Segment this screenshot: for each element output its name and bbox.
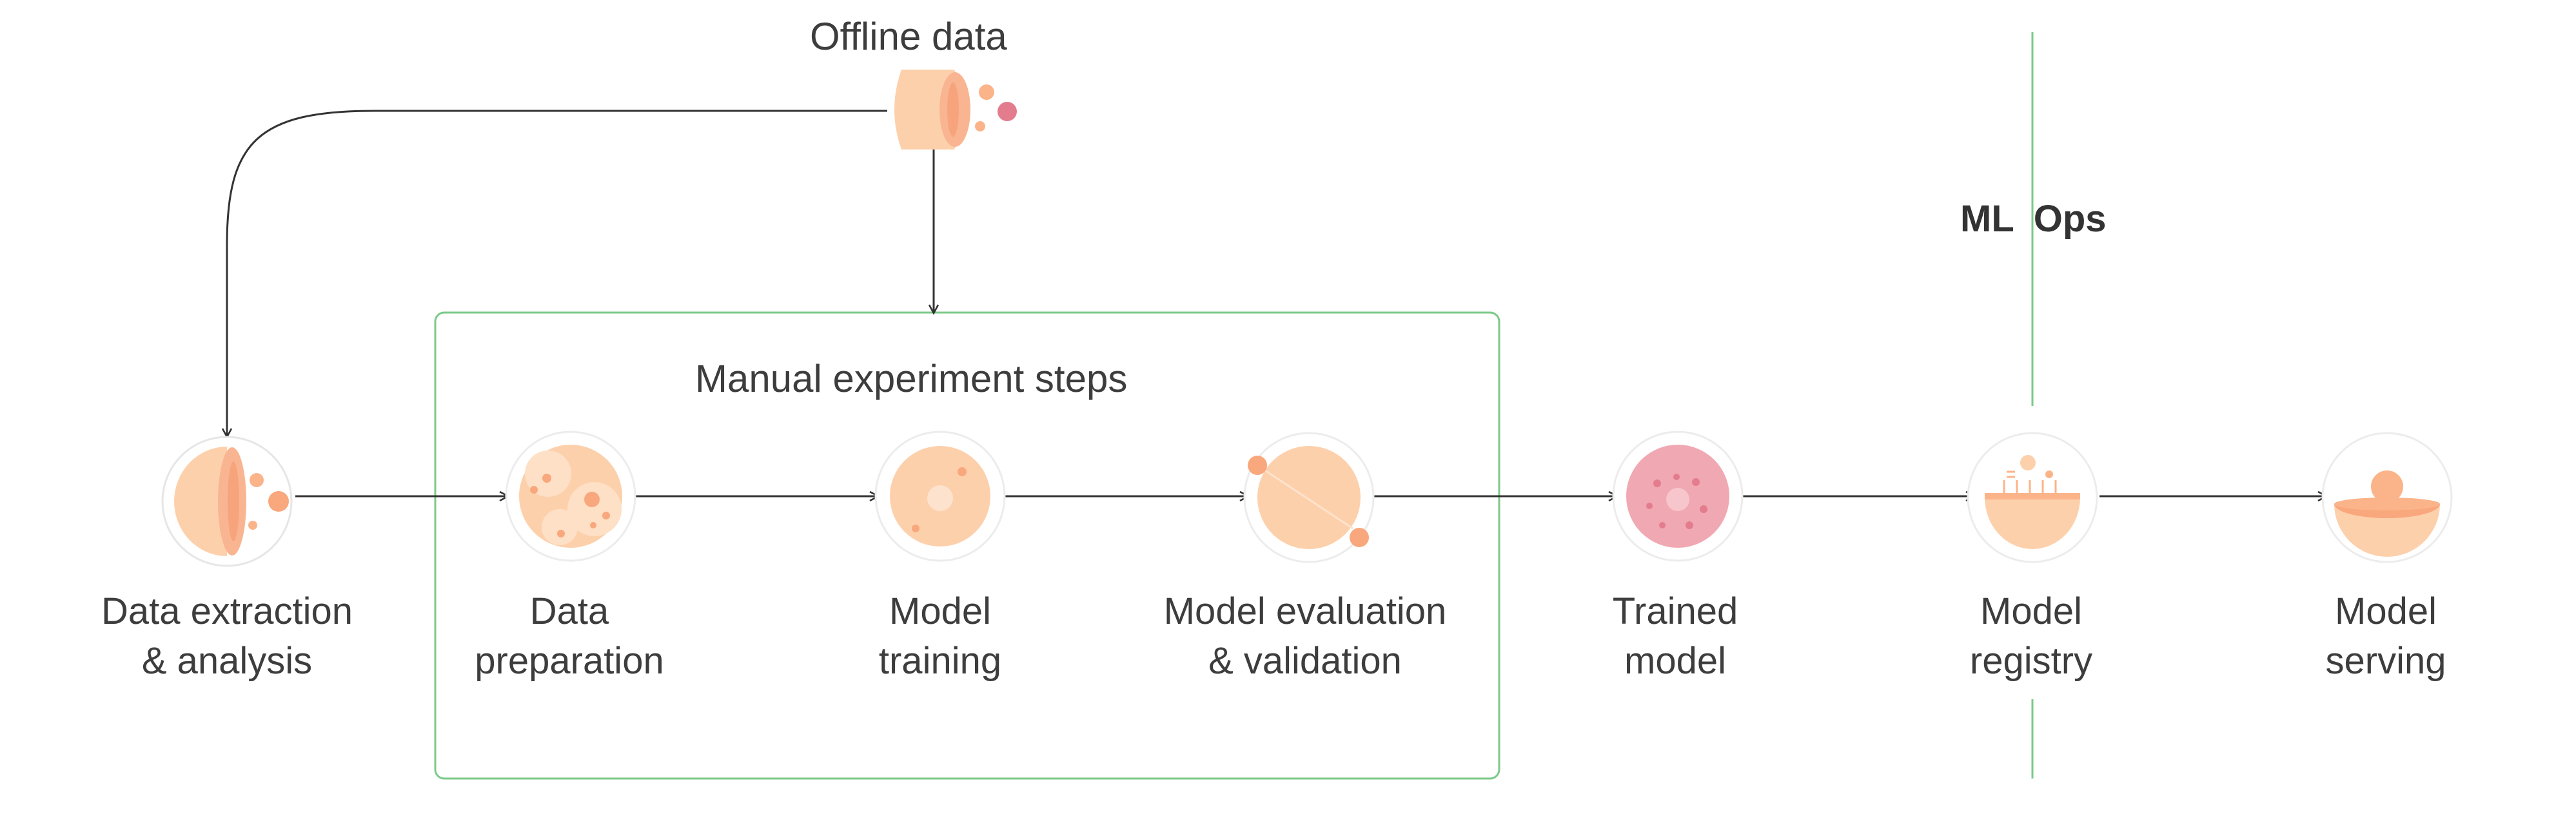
mlops-right-word: Ops (2033, 198, 2107, 240)
model-evaluation-icon (1243, 432, 1375, 563)
step-label-model-evaluation: Model evaluation& validation (1163, 590, 1447, 682)
data-preparation-icon (505, 431, 636, 562)
arrow-offline-to-extraction (227, 110, 887, 437)
offline-data-label: Offline data (810, 15, 1007, 58)
mlops-left-word: ML (1960, 198, 2014, 240)
data-extraction-icon (161, 436, 293, 567)
trained-model-icon (1612, 431, 1744, 562)
offline-data-icon (894, 70, 1017, 150)
manual-experiment-frame (434, 311, 1500, 780)
mlops-label: ML Ops (1960, 197, 2107, 242)
model-training-icon (874, 431, 1006, 562)
model-serving-icon (2321, 432, 2453, 563)
step-label-data-extraction: Data extraction& analysis (101, 590, 353, 682)
model-registry-icon (1967, 432, 2098, 563)
manual-experiment-title: Manual experiment steps (695, 357, 1128, 400)
